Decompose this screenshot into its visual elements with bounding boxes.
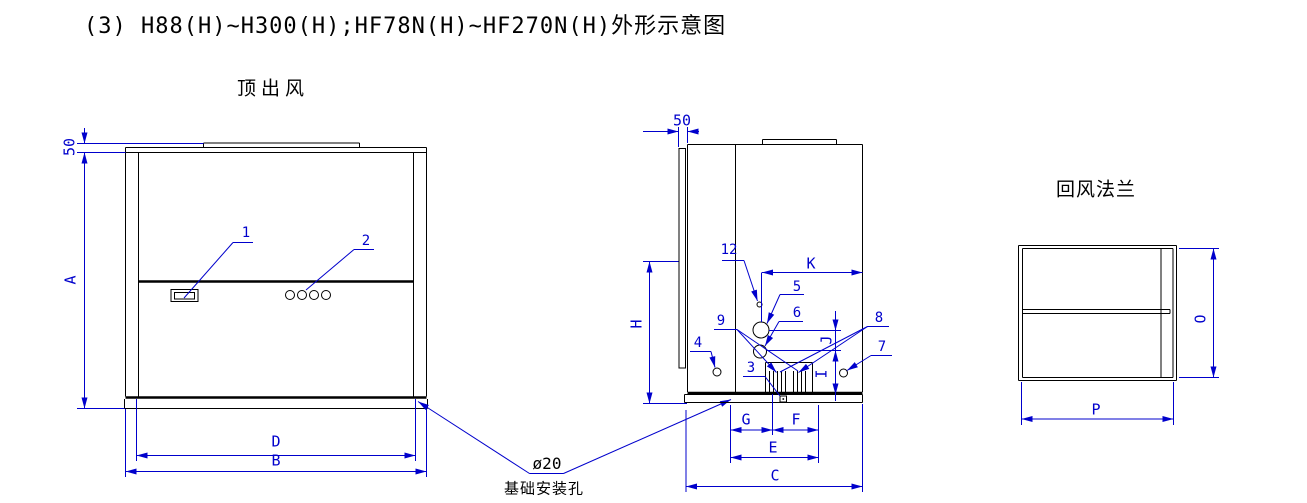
return-air-panel [678, 148, 686, 369]
side-view-dimensions [643, 127, 892, 492]
pipe-connection-5 [752, 321, 770, 339]
foundation-hole-diameter: ø20 [532, 454, 562, 473]
foundation-hole-label: 基础安装孔 [503, 479, 585, 498]
part-label-8: 8 [874, 310, 884, 326]
indicator-hole [297, 290, 307, 300]
indicator-hole [321, 290, 331, 300]
flange-view-dimensions [1021, 248, 1219, 425]
part-label-7: 7 [877, 339, 887, 355]
dim-label-i: I [812, 369, 831, 379]
front-view-dimensions [77, 128, 732, 477]
part-label-6: 6 [792, 305, 802, 321]
front-view-caption: 顶出风 [236, 77, 310, 100]
pipe-connection-6 [753, 344, 767, 359]
flange-view-drawing [1018, 245, 1177, 381]
dim-label-e: E [768, 438, 778, 457]
dim-label-d: D [271, 432, 281, 451]
part-label-5: 5 [792, 279, 802, 295]
hole-7 [839, 368, 848, 378]
control-panel [170, 289, 199, 302]
dim-label-j: J [817, 335, 836, 345]
dim-label-front-50: 50 [60, 137, 79, 157]
side-view-drawing [678, 139, 863, 403]
dim-label-side-50: 50 [672, 111, 692, 130]
dim-label-h: H [627, 319, 646, 329]
part-label-2: 2 [361, 233, 371, 249]
flange-view-caption: 回风法兰 [1055, 178, 1137, 201]
indicator-hole [309, 290, 319, 300]
indicator-hole [285, 290, 295, 300]
part-label-4: 4 [693, 335, 703, 351]
part-label-3: 3 [746, 360, 756, 376]
drawing-title: (3) H88(H)~H300(H);HF78N(H)~HF270N(H)外形示… [84, 14, 727, 39]
dim-label-k: K [806, 254, 816, 273]
part-label-9: 9 [716, 313, 726, 329]
hole-4 [712, 367, 722, 377]
dim-label-c: C [770, 466, 780, 485]
fin-lines [769, 371, 806, 392]
dim-label-a: A [61, 275, 80, 285]
dim-label-o: O [1191, 314, 1210, 324]
part-label-1: 1 [241, 225, 251, 241]
drain-fitting [779, 395, 787, 403]
dim-label-f: F [791, 410, 801, 429]
dim-label-b: B [271, 451, 281, 470]
dim-label-g: G [741, 410, 751, 429]
part-label-12: 12 [720, 242, 738, 258]
front-view-drawing [124, 142, 428, 409]
dim-label-p: P [1091, 400, 1101, 419]
